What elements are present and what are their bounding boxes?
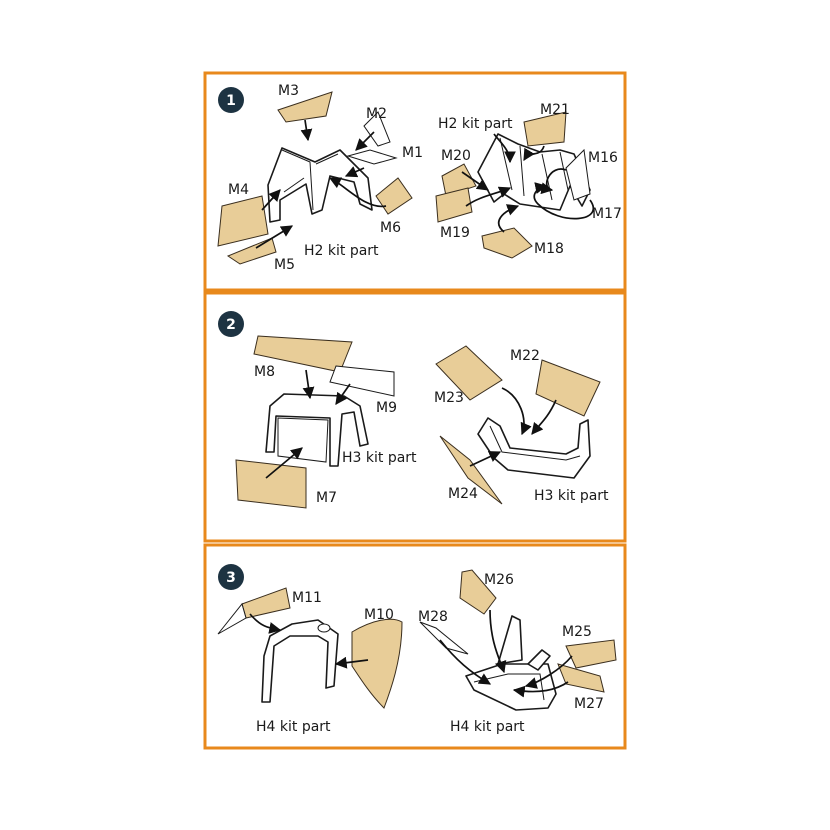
part-M2 <box>363 111 391 147</box>
label-M28: M28 <box>418 609 448 625</box>
label-M9: M9 <box>376 400 397 416</box>
label-M4: M4 <box>228 182 249 198</box>
step-3-badge <box>218 564 244 590</box>
step-2-panel: 2 M8 M9 H3 kit part M7 M22 M23 M24 H3 ki… <box>203 291 627 543</box>
part-M22 <box>535 359 601 417</box>
part-M1 <box>346 149 398 165</box>
label-h3-kit-right: H3 kit part <box>534 488 609 504</box>
label-h4-kit-left: H4 kit part <box>256 719 331 735</box>
step-3-number: 3 <box>226 570 236 586</box>
label-M7: M7 <box>316 490 337 506</box>
label-h4-kit-right: H4 kit part <box>450 719 525 735</box>
part-M26 <box>459 569 497 615</box>
step-1-badge <box>218 87 244 113</box>
part-M9 <box>329 365 395 397</box>
h4-kit-part-left <box>261 619 339 703</box>
part-M19 <box>435 187 473 223</box>
label-M21: M21 <box>540 102 570 118</box>
label-M27: M27 <box>574 696 604 712</box>
label-h2-kit-right: H2 kit part <box>438 116 513 132</box>
label-M6: M6 <box>380 220 401 236</box>
label-M17: M17 <box>592 206 622 222</box>
label-h2-kit-left: H2 kit part <box>304 243 379 259</box>
label-M3: M3 <box>278 83 299 99</box>
part-M16 <box>565 148 591 201</box>
part-M27 <box>557 663 605 693</box>
step-3-frame <box>203 543 627 750</box>
part-M18 <box>481 227 533 259</box>
part-M6 <box>375 177 413 215</box>
part-M3 <box>277 91 333 123</box>
step-1-panel: 1 M3 M2 M1 M4 M6 H2 kit part M5 <box>203 71 627 292</box>
part-M7 <box>235 459 307 509</box>
part-M23 <box>435 345 503 401</box>
label-M22: M22 <box>510 348 540 364</box>
label-M19: M19 <box>440 225 470 241</box>
step-1-number: 1 <box>226 93 236 109</box>
part-M24 <box>439 435 503 505</box>
part-M28 <box>419 621 469 655</box>
step-3-panel: 3 M11 M10 H4 kit part M26 M28 M25 M27 <box>203 543 627 750</box>
label-M1: M1 <box>402 145 423 161</box>
label-M10: M10 <box>364 607 394 623</box>
part-M25 <box>565 639 617 669</box>
part-M10 <box>351 618 403 709</box>
label-M24: M24 <box>448 486 478 502</box>
step-2-number: 2 <box>226 317 236 333</box>
label-M8: M8 <box>254 364 275 380</box>
label-M16: M16 <box>588 150 618 166</box>
part-M21 <box>523 111 567 147</box>
label-M20: M20 <box>441 148 471 164</box>
label-M11: M11 <box>292 590 322 606</box>
label-M18: M18 <box>534 241 564 257</box>
part-M11-fold <box>217 602 247 635</box>
label-M5: M5 <box>274 257 295 273</box>
label-h3-kit-left: H3 kit part <box>342 450 417 466</box>
part-M5 <box>226 237 277 265</box>
h3-kit-part-right <box>477 417 591 479</box>
label-M23: M23 <box>434 390 464 406</box>
step-2-badge <box>218 311 244 337</box>
part-M4 <box>217 195 269 247</box>
label-M26: M26 <box>484 572 514 588</box>
label-M2: M2 <box>366 106 387 122</box>
label-M25: M25 <box>562 624 592 640</box>
